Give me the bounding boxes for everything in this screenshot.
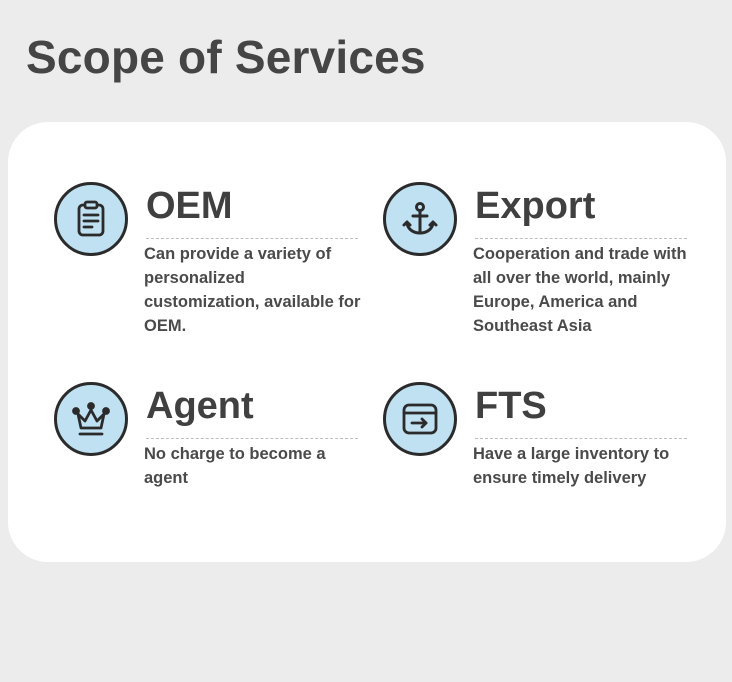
service-description: Can provide a variety of personalized cu… bbox=[144, 245, 361, 335]
clipboard-icon bbox=[54, 182, 128, 256]
anchor-icon bbox=[383, 182, 457, 256]
service-title: OEM bbox=[146, 185, 233, 227]
divider bbox=[475, 438, 687, 439]
service-description: No charge to become a agent bbox=[144, 445, 326, 487]
service-title: Agent bbox=[146, 385, 254, 427]
page-title: Scope of Services bbox=[26, 31, 426, 83]
crown-icon bbox=[54, 382, 128, 456]
service-title: FTS bbox=[475, 385, 547, 427]
services-card bbox=[8, 122, 726, 562]
service-description: Cooperation and trade with all over the … bbox=[473, 245, 687, 335]
service-title: Export bbox=[475, 185, 596, 227]
divider bbox=[146, 238, 358, 239]
divider bbox=[475, 238, 687, 239]
service-description: Have a large inventory to ensure timely … bbox=[473, 445, 670, 487]
box-arrow-icon bbox=[383, 382, 457, 456]
divider bbox=[146, 438, 358, 439]
